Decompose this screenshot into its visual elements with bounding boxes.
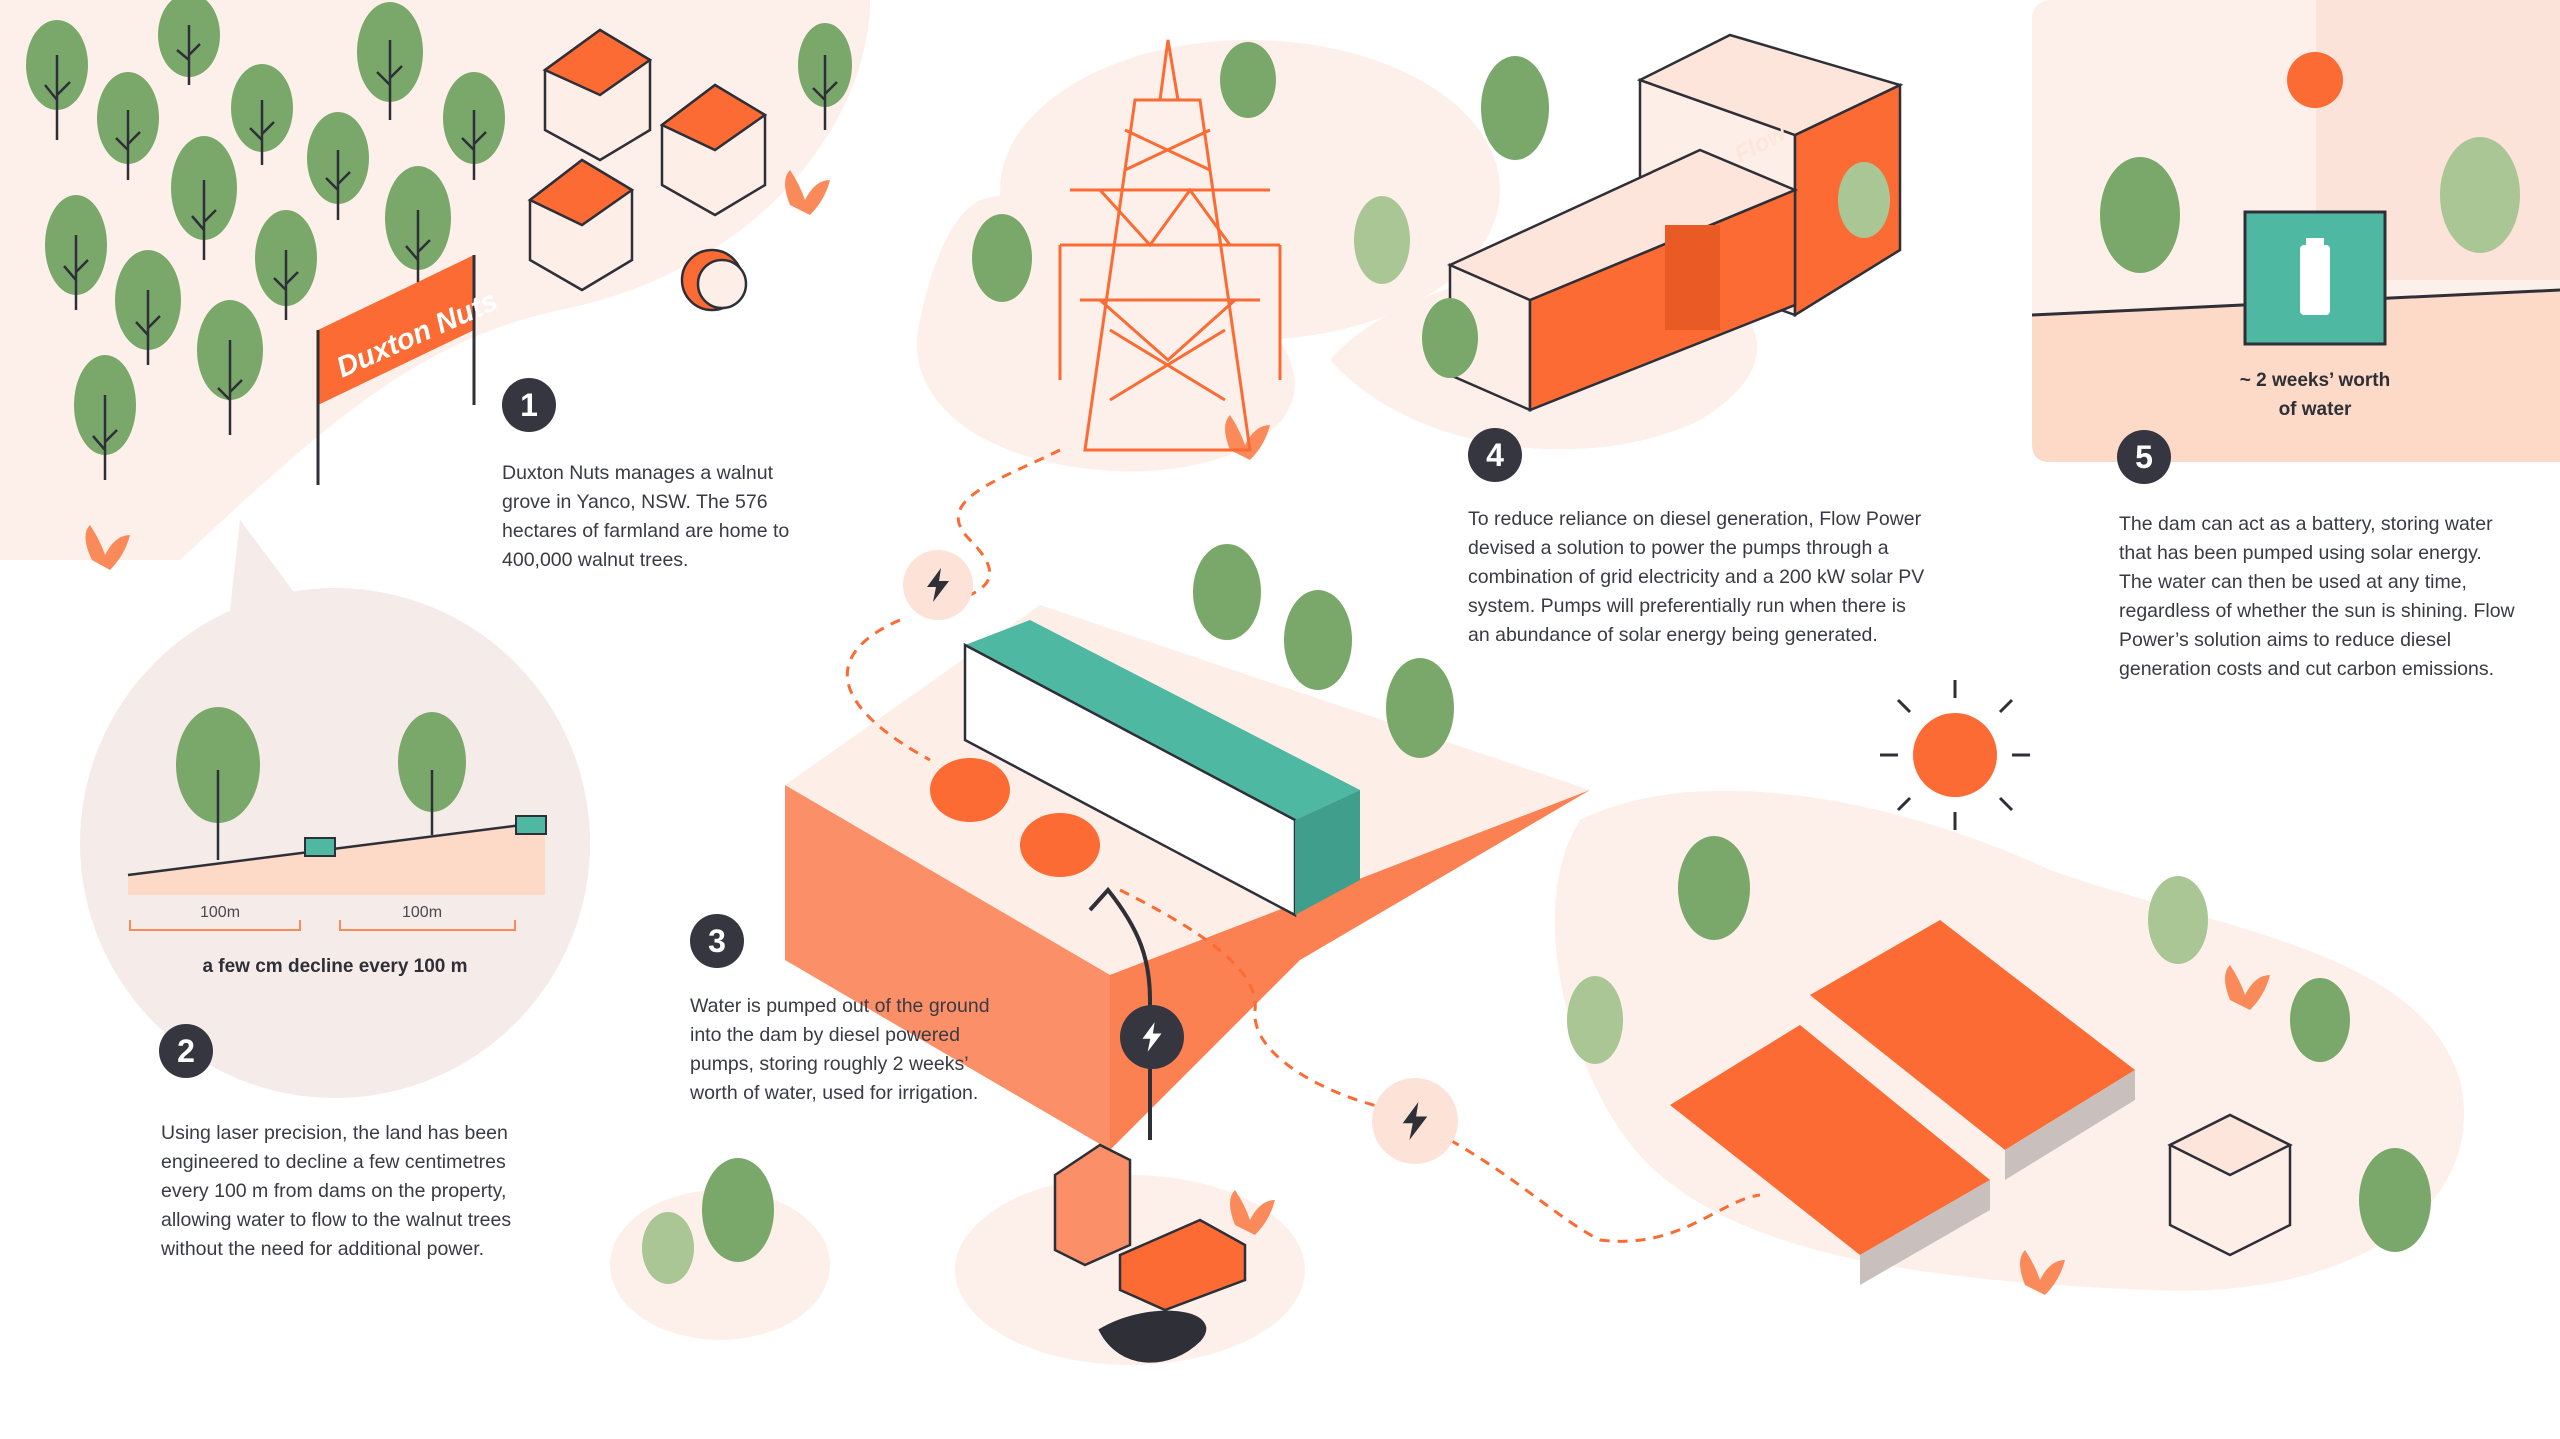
step-1-badge: 1 [502,378,556,432]
houses [527,28,768,312]
walnut-grove [26,0,2270,1295]
step-3-badge: 3 [690,914,744,968]
power-pylon [1058,39,1282,452]
distance-left: 100m [200,904,241,921]
lightning-icon [1120,1005,1184,1069]
solar-array [1670,920,2135,1285]
step-5-badge: 5 [2117,430,2171,484]
step-3-text: Water is pumped out of the ground into t… [690,995,990,1104]
flow-power-building [1446,33,1904,412]
slope-diagram [80,520,590,1098]
pump-house [2167,1113,2293,1257]
sun-icon [1880,680,2030,830]
step-5-text: The dam can act as a battery, storing wa… [2119,513,2515,680]
lightning-icon [1372,1078,1458,1164]
step-4-badge: 4 [1468,428,1522,482]
step-1-text: Duxton Nuts manages a walnut grove in Ya… [502,462,790,571]
diesel-generator [1053,1143,1247,1363]
step-2-badge: 2 [159,1024,213,1078]
dam-battery [2243,52,2387,346]
battery-caption-line1: ~ 2 weeks’ worth [2239,370,2391,391]
step-4-text: To reduce reliance on diesel generation,… [1468,508,1925,646]
battery-caption-line2: of water [2278,399,2352,420]
dam-and-pumps [785,605,1590,1150]
distance-right: 100m [402,904,443,921]
lightning-icon [903,550,973,620]
power-lines [846,448,1761,1243]
step-2-text: Using laser precision, the land has been… [161,1122,512,1260]
slope-caption: a few cm decline every 100 m [202,956,468,977]
